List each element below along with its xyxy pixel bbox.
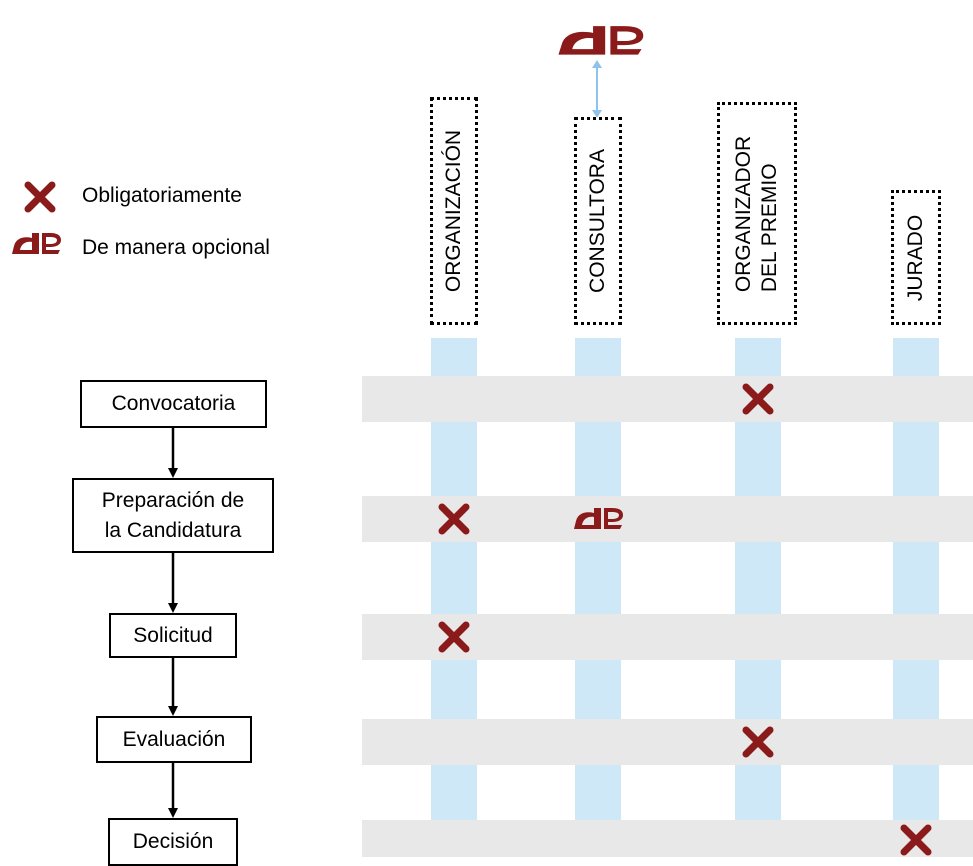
row-band-preparacion (362, 496, 973, 542)
row-band-decision (362, 820, 973, 857)
legend-optional-icon (10, 230, 62, 258)
step-solicitud: Solicitud (109, 613, 237, 658)
row-band-solicitud (362, 614, 973, 660)
row-band-evaluacion (362, 719, 973, 765)
mandatory-mark-preparacion-de-la-candidatura-organizacion (436, 501, 472, 537)
legend-mandatory-icon (22, 179, 58, 215)
step-evaluacion: Evaluación (96, 716, 252, 763)
step-preparacion-candidatura: Preparación de la Candidatura (72, 478, 274, 553)
column-band-consultora (575, 338, 621, 857)
column-band-organizacion (431, 338, 477, 857)
mandatory-mark-solicitud-organizacion (436, 619, 472, 655)
mandatory-mark-convocatoria-organizador-del-premio (740, 381, 776, 417)
column-band-organizador (735, 338, 781, 857)
consultora-optional-icon (555, 22, 645, 60)
step-decision: Decisión (108, 818, 238, 866)
role-header-consultora: CONSULTORA (574, 117, 622, 325)
role-header-organizador-premio: ORGANIZADOR DEL PREMIO (717, 102, 797, 325)
legend-optional-label: De manera opcional (82, 236, 270, 259)
optional-mark-preparacion-de-la-candidatura-consultora (572, 505, 624, 533)
mandatory-mark-evaluacion-organizador-del-premio (740, 724, 776, 760)
column-band-jurado (893, 338, 939, 857)
row-band-convocatoria (362, 376, 973, 422)
consultora-connector (590, 60, 604, 118)
mandatory-mark-decision-jurado (898, 822, 934, 858)
role-header-organizacion: ORGANIZACIÓN (430, 97, 478, 325)
step-convocatoria: Convocatoria (80, 380, 267, 428)
legend-mandatory-label: Obligatoriamente (82, 184, 242, 207)
legend: Obligatoriamente De manera opcional (0, 170, 340, 270)
role-header-jurado: JURADO (891, 190, 941, 325)
